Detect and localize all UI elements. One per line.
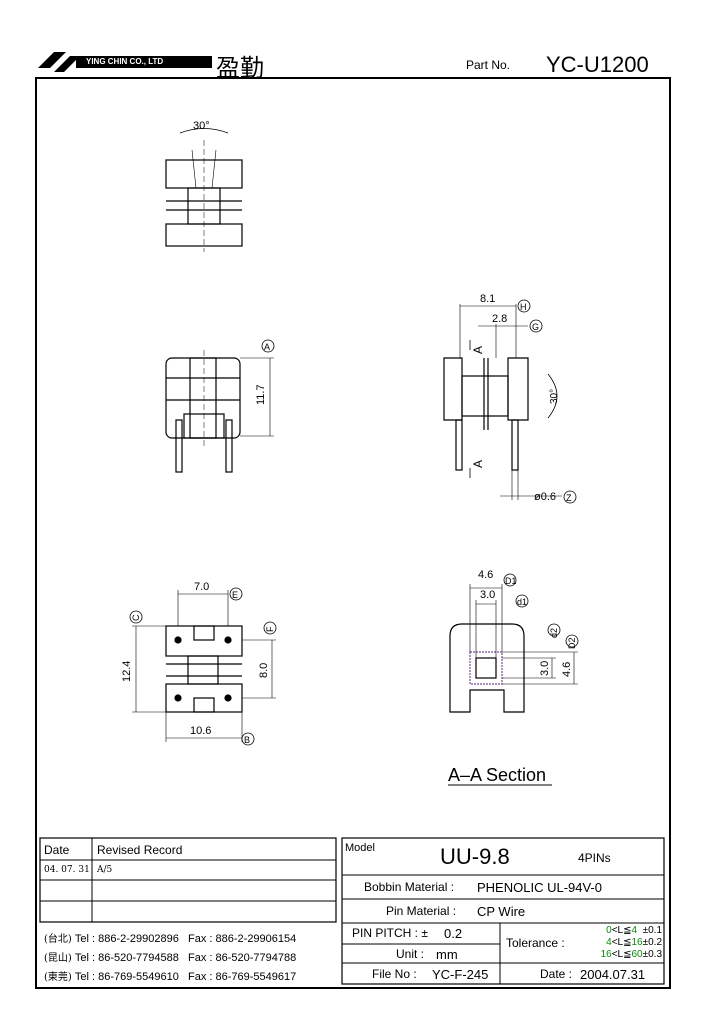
side-dim-g: 2.8 <box>492 313 507 325</box>
section-dim-d1-outer: 4.6 <box>478 569 493 581</box>
date-value: 2004.07.31 <box>580 967 646 982</box>
side-dim-h: 8.1 <box>480 293 495 305</box>
bottom-dim-c: 12.4 <box>121 661 133 682</box>
bottom-tag-c: C <box>131 614 141 621</box>
section-tag-d1-inner: d1 <box>517 597 527 607</box>
part-no: YC-U1200 <box>546 52 649 77</box>
tolerance-label: Tolerance : <box>506 936 565 950</box>
section-dim-d1-inner: 3.0 <box>480 589 495 601</box>
pin-material: CP Wire <box>477 904 526 919</box>
side-tag-z: Z <box>566 493 572 503</box>
bottom-dim-b: 10.6 <box>190 725 211 737</box>
bottom-view <box>129 587 277 746</box>
side-tag-h: H <box>520 302 527 312</box>
part-no-label: Part No. <box>466 58 511 72</box>
contact-tel: Tel : 86-769-5549610 <box>74 971 179 983</box>
revision-row-date: 04. 07. 31 <box>44 865 90 875</box>
side-pin-dia: ø0.6 <box>534 491 556 503</box>
contact-row: (台北) Tel : 886-2-29902896 Fax : 886-2-29… <box>44 930 296 945</box>
tolerance-table: 0<L≦4 ±0.1 4<L≦16±0.2 16<L≦60±0.3 <box>601 925 662 961</box>
section-dim-d2-outer: 4.6 <box>561 662 573 677</box>
file-no-label: File No : <box>372 967 417 981</box>
front-view <box>165 339 275 473</box>
top-view <box>165 128 243 252</box>
section-dim-d2-inner: 3.0 <box>539 661 551 676</box>
contact-fax: Fax : 86-769-5549617 <box>188 971 297 983</box>
revision-row-record: A/5 <box>97 865 113 875</box>
revision-col-record: Revised Record <box>97 843 183 857</box>
bobbin-material: PHENOLIC UL-94V-0 <box>477 880 602 895</box>
side-angle-label: 30° <box>549 389 560 404</box>
contact-tel: Tel : 886-2-29902896 <box>74 933 179 945</box>
contact-row: (昆山) Tel : 86-520-7794588 Fax : 86-520-7… <box>44 949 296 964</box>
section-mark-top: A <box>471 346 485 354</box>
contact-city: (台北) <box>44 934 72 945</box>
side-view <box>443 299 577 504</box>
tolerance-row: 16<L≦60±0.3 <box>600 949 662 960</box>
logo-mark-left <box>38 52 66 68</box>
bottom-tag-f: F <box>265 626 275 632</box>
bottom-dim-f: 8.0 <box>258 663 270 678</box>
revision-table-frame <box>39 837 337 923</box>
logo-mark-right <box>54 56 80 72</box>
contact-fax: Fax : 86-520-7794788 <box>188 952 297 964</box>
section-view <box>448 573 579 786</box>
drawing-border <box>35 77 671 989</box>
spec-table-frame <box>341 837 665 985</box>
contact-tel: Tel : 86-520-7794588 <box>74 952 179 964</box>
bottom-tag-e: E <box>232 590 238 600</box>
model-label: Model <box>345 842 375 854</box>
tolerance-row: 4<L≦16±0.2 <box>606 937 662 948</box>
logo-bar <box>76 56 212 68</box>
bottom-tag-b: B <box>244 735 250 745</box>
pin-count: 4PINs <box>578 851 611 865</box>
unit-label: Unit : <box>396 947 425 961</box>
bottom-dim-e: 7.0 <box>194 581 209 593</box>
company-logo <box>38 52 212 72</box>
section-title: A–A Section <box>448 765 546 785</box>
unit: mm <box>436 947 458 962</box>
tolerance-row: 0<L≦4 ±0.1 <box>606 925 662 936</box>
section-tag-d2-outer: D2 <box>567 637 577 649</box>
pin-pitch-label: PIN PITCH : ± <box>352 926 428 940</box>
contact-city: (東莞) <box>44 972 72 983</box>
contact-city: (昆山) <box>44 953 72 964</box>
model-value: UU-9.8 <box>440 844 510 869</box>
front-height-dim: 11.7 <box>255 384 267 405</box>
section-tag-d1-outer: D1 <box>505 576 517 586</box>
file-no: YC-F-245 <box>432 967 489 982</box>
revision-col-date: Date <box>44 843 70 857</box>
contact-fax: Fax : 886-2-29906154 <box>188 933 297 945</box>
date-label: Date : <box>540 967 573 981</box>
bobbin-material-label: Bobbin Material : <box>364 880 455 894</box>
company-name-en: YING CHIN CO., LTD <box>86 57 164 66</box>
front-tag-a: A <box>264 342 270 352</box>
section-mark-bottom: A <box>471 460 485 468</box>
contact-row: (東莞) Tel : 86-769-5549610 Fax : 86-769-5… <box>44 968 296 983</box>
pin-material-label: Pin Material : <box>386 904 457 918</box>
pin-pitch: 0.2 <box>444 926 463 941</box>
section-tag-d2-inner: d2 <box>549 628 559 638</box>
top-angle-label: 30° <box>193 120 210 132</box>
side-tag-g: G <box>532 322 539 332</box>
